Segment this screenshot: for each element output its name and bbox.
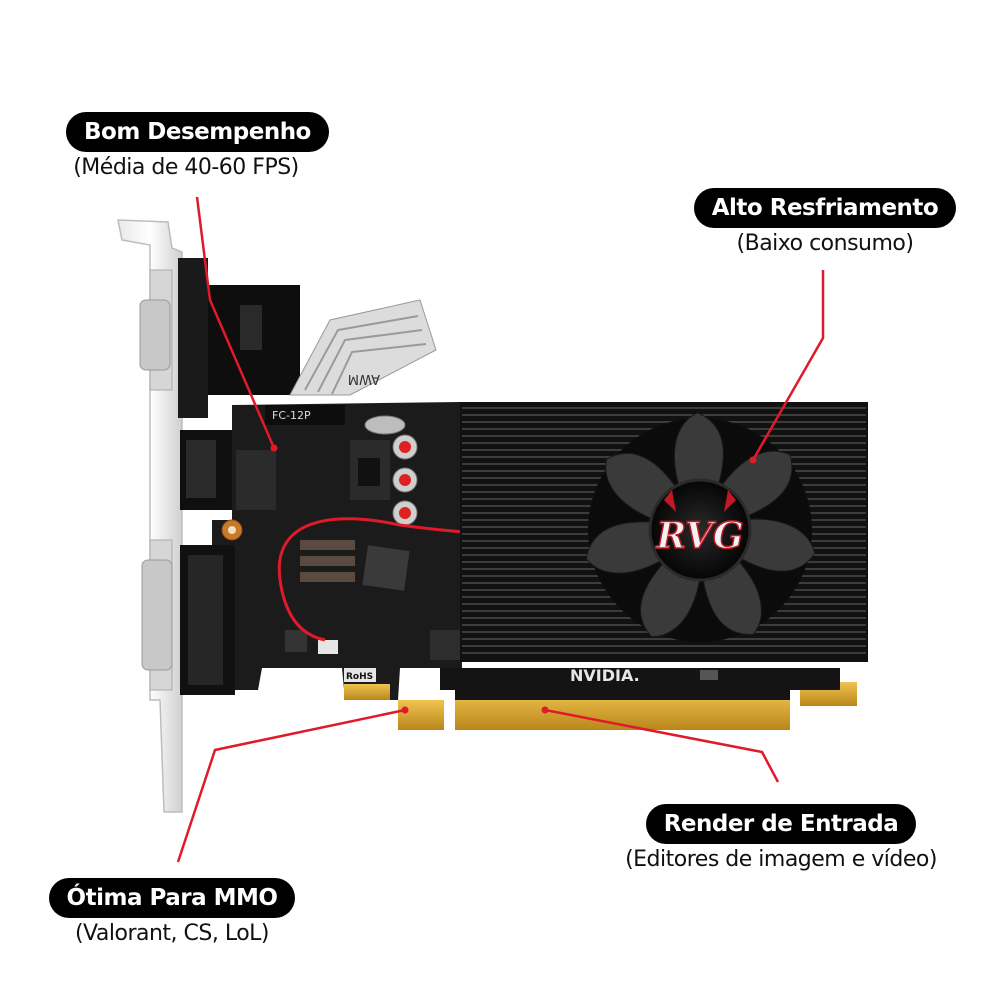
leader-render bbox=[544, 708, 780, 783]
rohs-label: RoHS bbox=[346, 672, 373, 682]
callout-leaders bbox=[176, 196, 825, 863]
fan-logo: RVG bbox=[655, 515, 743, 557]
callout-mmo-subtitle: (Valorant, CS, LoL) bbox=[74, 921, 270, 946]
callout-performance: Bom Desempenho (Média de 40-60 FPS) bbox=[66, 112, 329, 182]
vga-header-cable: AWM bbox=[178, 258, 437, 418]
callout-cooling-subtitle: (Baixo consumo) bbox=[736, 231, 914, 256]
callout-mmo: Ótima Para MMO (Valorant, CS, LoL) bbox=[44, 878, 300, 948]
leader-endpoints bbox=[270, 444, 757, 714]
io-bracket bbox=[117, 219, 183, 813]
callout-render: Render de Entrada (Editores de imagem e … bbox=[616, 804, 946, 874]
callout-render-subtitle: (Editores de imagem e vídeo) bbox=[625, 847, 937, 872]
callout-mmo-title: Ótima Para MMO bbox=[48, 878, 296, 918]
nvidia-label: NVIDIA. bbox=[570, 666, 640, 685]
pcb: FC-12P RoHS bbox=[180, 402, 601, 700]
callout-performance-title: Bom Desempenho bbox=[66, 112, 329, 152]
leader-cooling bbox=[751, 270, 825, 461]
connector-label: FC-12P bbox=[272, 409, 311, 422]
cable-label: AWM bbox=[348, 371, 380, 386]
leader-mmo bbox=[176, 708, 406, 863]
callout-cooling: Alto Resfriamento (Baixo consumo) bbox=[690, 188, 960, 258]
leader-performance bbox=[195, 196, 276, 449]
pcie-contacts bbox=[344, 668, 857, 730]
callout-cooling-title: Alto Resfriamento bbox=[693, 188, 957, 228]
cooling-fan: RVG bbox=[585, 412, 816, 642]
callout-render-title: Render de Entrada bbox=[645, 804, 917, 844]
callout-performance-subtitle: (Média de 40-60 FPS) bbox=[73, 155, 299, 180]
